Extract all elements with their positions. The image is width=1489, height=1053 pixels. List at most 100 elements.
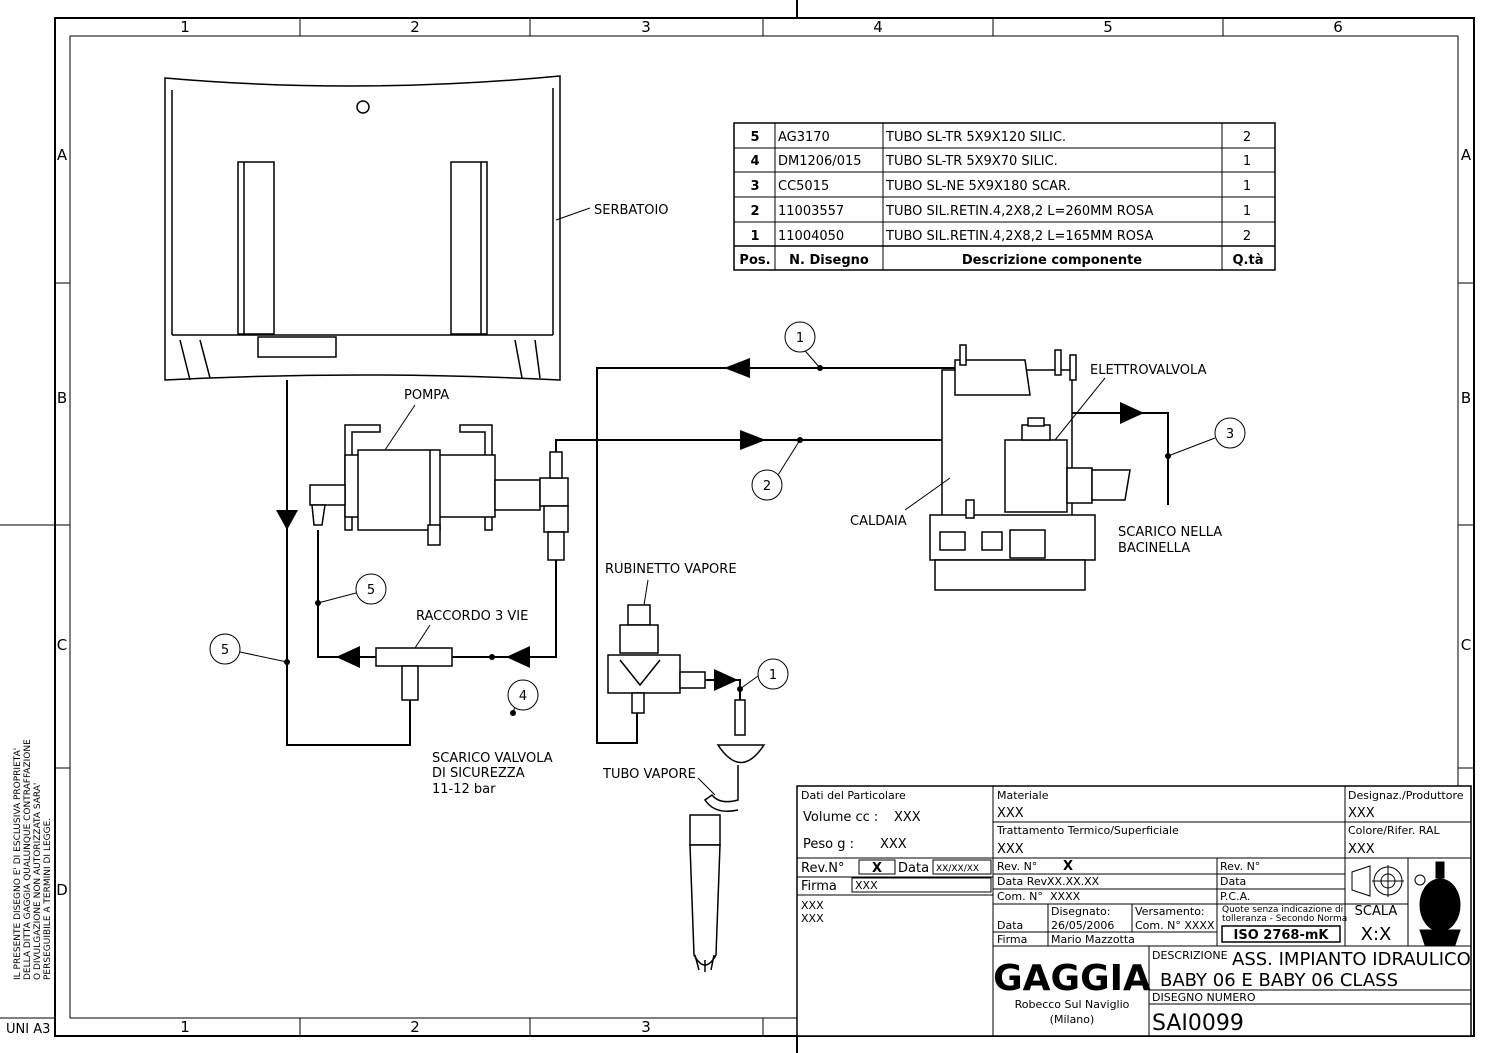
tb-trattamento-label: Trattamento Termico/Superficiale — [996, 824, 1179, 837]
pipe-1-top — [596, 367, 958, 744]
gaggia-emblem-icon — [1414, 861, 1461, 946]
zone-row-a: A — [57, 146, 68, 164]
tb-com-no-label: Com. N° — [997, 890, 1043, 903]
raccordo-leader — [414, 624, 431, 649]
tb-descrizione-1: ASS. IMPIANTO IDRAULICO — [1232, 949, 1471, 970]
zone-col-1: 1 — [180, 18, 190, 36]
zone-col-3-bottom: 3 — [641, 1018, 651, 1036]
label-serbatoio: SERBATOIO — [594, 203, 669, 218]
tb-notes-1: XXX — [801, 899, 824, 912]
tb-city-1: Robecco Sul Naviglio — [1015, 998, 1130, 1011]
parts-header-pos: Pos. — [739, 253, 770, 268]
arrow-right-pipe-2 — [740, 430, 766, 450]
balloon-1-lower: 1 — [769, 668, 777, 683]
legal-note-line-1: IL PRESENTE DISEGNO E' DI ESCLUSIVA PROP… — [13, 748, 23, 980]
arrow-right-pipe-3 — [1120, 402, 1144, 424]
caldaia-leader — [904, 477, 951, 511]
tb-disegnato-label: Disegnato: — [1051, 905, 1110, 918]
tb-volume-label: Volume cc : — [803, 810, 878, 825]
tb-com-no2-label: Com. N° XXXX — [1135, 919, 1215, 932]
pipe-5-left — [286, 380, 411, 746]
label-scarico-valvola-2: DI SICUREZZA — [432, 766, 525, 781]
tb-brand: GAGGIA — [993, 958, 1151, 999]
tb-notes-2: XXX — [801, 912, 824, 925]
parts-row-4-pos: 2 — [750, 204, 759, 219]
parts-row-4-qty: 1 — [1243, 204, 1251, 219]
title-block — [796, 785, 1472, 1037]
tb-scala-label: SCALA — [1355, 904, 1398, 919]
balloon-5-left: 5 — [221, 643, 229, 658]
tank-leader — [555, 207, 591, 221]
tb-pca-label: P.C.A. — [1220, 890, 1250, 903]
tb-peso-value: XXX — [880, 837, 907, 852]
balloons: 1 2 3 5 5 4 1 — [209, 321, 1246, 711]
parts-row-5-qty: 2 — [1243, 229, 1251, 244]
parts-header-code: N. Disegno — [789, 253, 869, 268]
parts-row-2-pos: 4 — [750, 154, 759, 169]
label-elettrovalvola: ELETTROVALVOLA — [1090, 363, 1207, 378]
tb-data3-value: 26/05/2006 — [1051, 919, 1114, 932]
balloon-circle-5-upper — [355, 573, 387, 605]
pump — [309, 424, 569, 561]
parts-row-4-desc: TUBO SIL.RETIN.4,2X8,2 L=260MM ROSA — [885, 204, 1154, 219]
arrow-left-raccordo — [336, 646, 360, 668]
parts-row-3-qty: 1 — [1243, 179, 1251, 194]
tb-data-rev-value: XX.XX.XX — [1047, 875, 1100, 888]
parts-row-2-desc: TUBO SL-TR 5X9X70 SILIC. — [885, 154, 1058, 169]
tb-colore-value: XXX — [1348, 842, 1375, 857]
zone-col-4: 4 — [873, 18, 883, 36]
zone-row-a-right: A — [1461, 146, 1472, 164]
legal-note-line-4: PERSEGUIBILE A TERMINI DI LEGGE. — [43, 818, 53, 980]
zone-col-6: 6 — [1333, 18, 1343, 36]
tb-peso-label: Peso g : — [803, 837, 854, 852]
parts-row-1-qty: 2 — [1243, 130, 1251, 145]
parts-header-qty: Q.tà — [1233, 253, 1264, 268]
tb-scala-value: X:X — [1361, 924, 1392, 945]
zone-col-1-bottom: 1 — [180, 1018, 190, 1036]
tb-descrizione-2: BABY 06 E BABY 06 CLASS — [1160, 970, 1398, 991]
tb-versamento-label: Versamento: — [1135, 905, 1205, 918]
tb-rev-no-value: X — [1063, 859, 1073, 874]
zone-row-c-right: C — [1461, 636, 1471, 654]
balloon-2: 2 — [763, 479, 771, 494]
zone-row-d: D — [56, 881, 68, 899]
tb-descrizione-label: DESCRIZIONE — [1152, 949, 1228, 962]
zone-labels: 1 2 3 4 5 6 1 2 3 A B C D A B C — [56, 18, 1472, 1036]
legal-note-line-3: O DIVULGAZIONE NON AUTORIZZATA SARA' — [33, 783, 43, 980]
zone-col-3: 3 — [641, 18, 651, 36]
steam-wand — [689, 699, 766, 972]
arrow-down — [276, 510, 298, 530]
arrow-left-pipe-1 — [724, 358, 750, 378]
tb-rev-label: Rev.N° — [801, 861, 845, 876]
parts-row-2-code: DM1206/015 — [778, 154, 862, 169]
parts-row-1-pos: 5 — [750, 130, 759, 145]
tb-firma-value: XXX — [855, 879, 878, 892]
balloon-4: 4 — [519, 689, 527, 704]
arrow-right-steam — [714, 669, 738, 691]
elettrovalvola-leader — [1054, 377, 1106, 441]
tb-rev-value: X — [872, 861, 882, 876]
tb-city-2: (Milano) — [1050, 1013, 1095, 1026]
pump-leader — [384, 404, 416, 451]
balloon-1-top: 1 — [796, 331, 804, 346]
tb-rev-no-label: Rev. N° — [997, 860, 1037, 873]
parts-row-2-qty: 1 — [1243, 154, 1251, 169]
tb-materiale-label: Materiale — [997, 789, 1049, 802]
tb-dati-particolare: Dati del Particolare — [801, 789, 906, 802]
zone-col-5: 5 — [1103, 18, 1113, 36]
tb-data2-label: Data — [1220, 875, 1246, 888]
balloon-circle-2 — [751, 469, 783, 501]
tb-quote-note-2: tolleranza - Secondo Norma — [1222, 914, 1347, 924]
title-block-text: Dati del Particolare Volume cc : XXX Pes… — [801, 789, 1471, 1036]
tb-designaz-label: Designaz./Produttore — [1348, 789, 1464, 802]
tb-trattamento-value: XXX — [997, 842, 1024, 857]
sheet-format: UNI A3 — [6, 1022, 50, 1037]
tb-data-rev-label: Data Rev. — [997, 875, 1050, 888]
boiler — [929, 344, 1131, 591]
parts-row-3-desc: TUBO SL-NE 5X9X180 SCAR. — [885, 179, 1071, 194]
parts-row-5-pos: 1 — [750, 229, 759, 244]
balloon-5-upper: 5 — [367, 583, 375, 598]
zone-col-2: 2 — [410, 18, 420, 36]
